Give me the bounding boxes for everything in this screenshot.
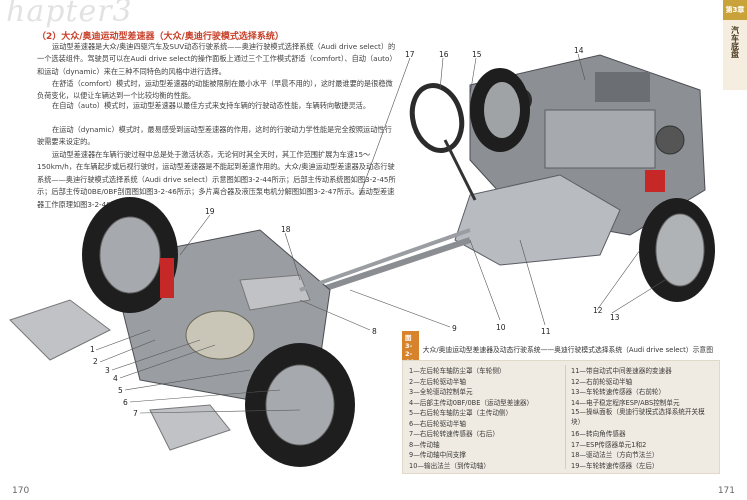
section-title: （2）大众/奥迪运动型差速器（大众/奥迪行驶模式选择系统）	[37, 32, 284, 42]
callout-4: 4	[113, 374, 118, 383]
callout-7: 7	[133, 409, 138, 418]
figure-caption-text: 大众/奥迪运动型差速器及动态行驶系统——奥迪行驶模式选择系统（Audi driv…	[422, 345, 713, 354]
paragraph: 运动型差速器在车辆行驶过程中总是处于激活状态，无论何时其全天时，其工作范围扩展为…	[37, 150, 396, 209]
callout-18: 18	[281, 225, 291, 234]
callout-17: 17	[405, 50, 415, 59]
legend-item: 9—传动轴中间支撑	[409, 451, 466, 459]
front-wheels	[470, 68, 715, 302]
rear-wheels	[82, 197, 355, 467]
callout-3: 3	[105, 366, 110, 375]
callout-12: 12	[593, 306, 603, 315]
legend-item: 3—全轮驱动控制单元	[409, 388, 473, 396]
callout-11: 11	[541, 327, 551, 336]
legend-item: 11—带自动式中间差速器的变速器	[571, 367, 672, 375]
chapter-watermark: hapter3	[6, 0, 133, 29]
chapter-tab: 第3章 汽车底盘	[723, 0, 747, 90]
paragraph: 在自动（auto）模式时，运动型差速器以最佳方式来支持车辆的行驶动态性能，车辆转…	[52, 101, 371, 110]
figure-caption: 图3-2-44 大众/奥迪运动型差速器及动态行驶系统——奥迪行驶模式选择系统（A…	[402, 330, 713, 367]
legend-item: 14—电子稳定程序ESP/ABS控制单元	[571, 398, 680, 407]
callout-13: 13	[610, 313, 620, 322]
callout-10: 10	[496, 323, 506, 332]
legend-item: 18—驱动法兰（方向节法兰）	[571, 451, 659, 459]
rear-differential	[185, 310, 255, 360]
legend-item: 5—右后轮车轴防尘罩（主传动侧）	[409, 409, 513, 417]
paragraph: 在舒适（comfort）模式时，运动型差速器的动能被限制在最小水平（早晨不用的）…	[37, 79, 393, 101]
legend-item: 10—输出法兰（到传动轴）	[409, 461, 490, 470]
figure-legend: 1—左后轮车轴防尘罩（车轮侧） 2—左后轮驱动半轴 3—全轮驱动控制单元 4—后…	[402, 360, 720, 474]
callout-6: 6	[123, 398, 128, 407]
steering-wheel	[409, 83, 477, 201]
callout-16: 16	[439, 50, 449, 59]
callout-15: 15	[472, 50, 482, 59]
legend-item: 12—右前轮驱动半轴	[571, 377, 633, 386]
legend-item: 2—左后轮驱动半轴	[409, 377, 466, 386]
page-number-right: 171	[717, 486, 735, 496]
legend-item: 1—左后轮车轴防尘罩（车轮侧）	[409, 367, 506, 375]
legend-item: 4—后部主传动0BF/0BE（运动型差速器）	[409, 398, 534, 407]
page-number-left: 170	[12, 486, 30, 496]
paragraph: 运动型差速器是大众/奥迪四驱汽车及SUV动态行驶系统——奥迪行驶模式选择系统（A…	[37, 42, 397, 76]
legend-item: 7—右后轮转速传感器（右后）	[409, 430, 499, 438]
callout-14: 14	[574, 46, 584, 55]
legend-item: 8—传动轴	[409, 440, 440, 449]
legend-divider	[565, 365, 566, 469]
callout-2: 2	[93, 357, 98, 366]
legend-item: 17—ESP传感器单元1和2	[571, 440, 647, 449]
callout-5: 5	[118, 386, 123, 395]
legend-item: 13—车轮转速传感器（右前轮）	[571, 388, 666, 396]
gearbox	[454, 174, 621, 266]
legend-item: 15—操纵面板（奥迪行驶模式选择系统开关模块）	[571, 408, 705, 426]
rear-spring	[160, 258, 174, 298]
callout-1: 1	[90, 345, 95, 354]
chapter-number: 第3章	[723, 0, 747, 20]
legend-item: 6—右后轮驱动半轴	[409, 419, 466, 428]
callout-8: 8	[372, 327, 377, 336]
exhaust-system	[9, 228, 471, 451]
legend-item: 19—车轮转速传感器（左后）	[571, 461, 659, 470]
callout-9: 9	[452, 324, 457, 333]
chapter-label: 汽车底盘	[730, 26, 740, 58]
paragraph: 在运动（dynamic）模式时，最易感受到运动型差速器的作用，这时的行驶动力学性…	[37, 125, 392, 147]
legend-item: 16—转向角传感器	[571, 430, 626, 438]
callout-19: 19	[205, 207, 215, 216]
